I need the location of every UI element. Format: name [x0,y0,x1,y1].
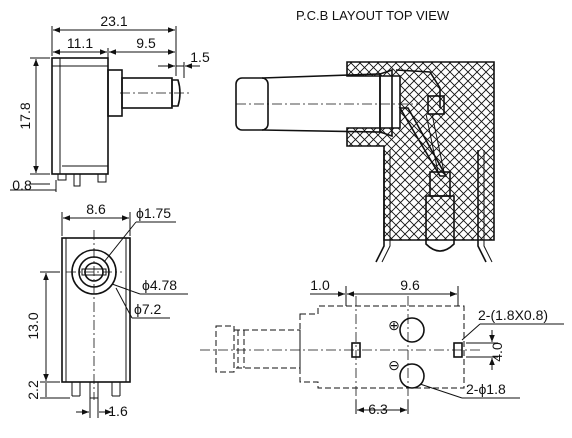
dim-hole-spacing: 6.3 [368,401,388,417]
dim-offset: 1.0 [310,277,330,293]
pcb-footprint: ⊕ ⊖ 1.0 9.6 2-(1.8X0.8) 4.0 6.3 2-ϕ1.8 [200,277,564,417]
slot-left [351,342,361,358]
dim-body-length: 11.1 [67,35,93,51]
plus-symbol: ⊕ [388,317,400,333]
dim-pitch-y: 4.0 [489,342,505,362]
footprint-outline [299,305,465,389]
side-view-tip [171,79,181,107]
dim-hole-dia-pcb: 2-ϕ1.8 [466,381,506,397]
pcb-hatched-board [346,61,495,241]
plug-end [425,195,455,252]
dim-slot-size: 2-(1.8X0.8) [478,307,548,323]
dim-height: 17.8 [17,102,33,129]
dim-hole-dia: ϕ1.75 [136,205,171,221]
pcb-layout-title: P.C.B LAYOUT TOP VIEW [296,8,450,23]
pad-hole-bottom [399,363,425,389]
dim-overall-length: 23.1 [100,13,127,29]
dim-ring-dia: ϕ7.2 [134,301,162,317]
dim-outer-dia: ϕ4.78 [142,277,177,293]
front-view-body [61,237,131,383]
dim-barrel-length: 9.5 [136,35,156,51]
dim-pitch-x: 9.6 [400,277,420,293]
dim-pin-height: 2.2 [25,380,41,400]
dim-pin-offset: 0.8 [12,177,32,193]
pad-hole-top [399,317,425,343]
side-view-flange [107,69,123,117]
dim-pin-width: 1.6 [108,403,128,419]
minus-symbol: ⊖ [388,357,400,373]
dim-tip-length: 1.5 [190,49,210,65]
dim-front-height: 13.0 [25,312,41,339]
pcb-top-view [235,61,495,263]
dim-width: 8.6 [86,201,106,217]
front-view: 8.6 ϕ1.75 ϕ4.78 ϕ7.2 13.0 2.2 1.6 [25,201,188,419]
side-view: 23.1 11.1 9.5 1.5 17.8 0.8 [10,13,210,193]
slot-right [453,342,463,358]
